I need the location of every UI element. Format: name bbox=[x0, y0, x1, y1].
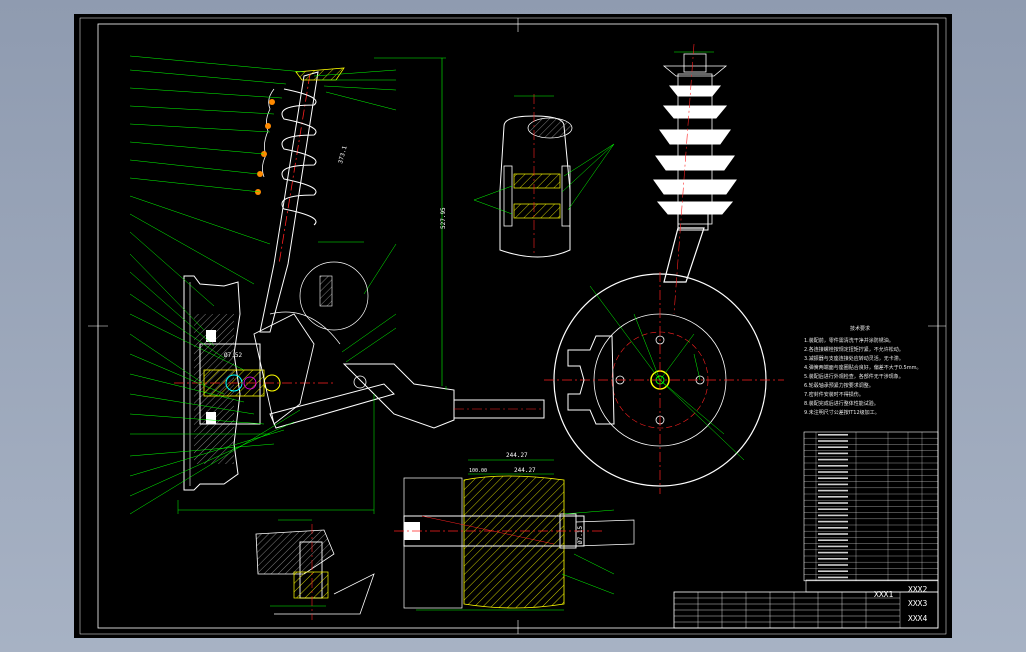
parts-table-text-stub bbox=[818, 496, 848, 498]
cad-drawing: 527.95 373.1 Ø7.52 bbox=[79, 17, 947, 635]
parts-table-text-stub bbox=[818, 452, 848, 455]
parts-table-text-stub bbox=[818, 551, 848, 554]
note-1: 1.装配前，零件需清洗干净并涂防锈油。 bbox=[804, 337, 894, 344]
parts-table-text-stub bbox=[818, 520, 848, 523]
title-field-4: XXX4 bbox=[908, 614, 927, 623]
parts-table-text-stub bbox=[818, 514, 848, 517]
note-5: 5.装配后进行外观检查，各部件无干涉现象。 bbox=[804, 373, 904, 380]
note-7: 7.密封件安装时不得损伤。 bbox=[804, 391, 864, 398]
notes-title: 技术要求 bbox=[850, 325, 870, 332]
hub-dia-dim: Ø7.52 bbox=[224, 352, 242, 359]
side-view-assembly bbox=[544, 43, 784, 494]
parts-table-text-stub bbox=[818, 527, 848, 529]
note-3: 3.减振器与支座连接处应转动灵活，无卡滞。 bbox=[804, 355, 904, 362]
strut-assembly: 527.95 373.1 Ø7.52 bbox=[129, 55, 545, 521]
parts-table-text-stub bbox=[818, 434, 848, 436]
lower-control-arm bbox=[269, 383, 395, 429]
parts-table-text-stub bbox=[818, 471, 848, 473]
parts-table-text-stub bbox=[818, 564, 848, 566]
note-2: 2.各连接螺栓按规定扭矩拧紧，不允许松动。 bbox=[804, 346, 904, 353]
note-4: 4.弹簧两端面与座圈贴合良好，偏差不大于0.5mm。 bbox=[804, 364, 921, 371]
title-field-1: XXX1 bbox=[874, 590, 893, 599]
parts-table-text-stub bbox=[818, 558, 848, 560]
detail-circle-A bbox=[299, 261, 369, 331]
note-8: 8.装配完成后进行整体性能试验。 bbox=[804, 400, 879, 407]
note-6: 6.轮毂轴承预紧力按要求调整。 bbox=[804, 382, 874, 389]
technical-notes: 技术要求 1.装配前，零件需清洗干净并涂防锈油。 2.各连接螺栓按规定扭矩拧紧，… bbox=[804, 325, 921, 416]
title-field-3: XXX3 bbox=[908, 599, 927, 608]
leader-lines-left bbox=[129, 55, 305, 515]
parts-table-text-stub bbox=[818, 483, 848, 486]
parts-table-text-stub bbox=[818, 508, 848, 510]
small-dim: 100.00 bbox=[469, 468, 487, 474]
parts-table-text-stub bbox=[818, 533, 848, 535]
dim-vertical: 527.95 bbox=[440, 207, 447, 229]
parts-table-text-stub bbox=[818, 539, 848, 541]
title-field-2: XXX2 bbox=[908, 585, 927, 594]
parts-table-text-stub bbox=[818, 465, 848, 467]
detail-ball-joint bbox=[255, 524, 375, 620]
brake-caliper bbox=[567, 335, 615, 425]
flange-width-mid: 244.27 bbox=[514, 467, 536, 474]
parts-table-text-stub bbox=[818, 489, 848, 492]
parts-table-text-stub bbox=[818, 570, 848, 572]
note-9: 9.未注明尺寸公差按IT12级加工。 bbox=[804, 409, 880, 416]
leader-lines-right bbox=[313, 69, 397, 363]
flange-width-top: 244.27 bbox=[506, 452, 528, 459]
parts-table-text-stub bbox=[818, 446, 848, 448]
drawing-sheet: 527.95 373.1 Ø7.52 bbox=[74, 14, 952, 638]
parts-table-text-stub bbox=[818, 576, 848, 579]
parts-table-text-stub bbox=[818, 502, 848, 504]
parts-table-text-stub bbox=[818, 477, 848, 479]
section-bolt-joint: 244.27 244.27 100.00 Ø7.15 bbox=[394, 452, 635, 611]
bolt-dia-dim: Ø7.15 bbox=[577, 526, 584, 544]
detail-strut-clamp bbox=[473, 94, 615, 258]
parts-list-table bbox=[803, 431, 939, 582]
coil-spring bbox=[281, 88, 317, 226]
title-block: XXX1 XXX2 XXX3 XXX4 bbox=[673, 579, 939, 629]
parts-table-text-stub bbox=[818, 440, 848, 442]
parts-table-text-stub bbox=[818, 458, 848, 461]
parts-table-text-stub bbox=[818, 545, 848, 548]
spring-length-dim: 373.1 bbox=[337, 145, 349, 165]
